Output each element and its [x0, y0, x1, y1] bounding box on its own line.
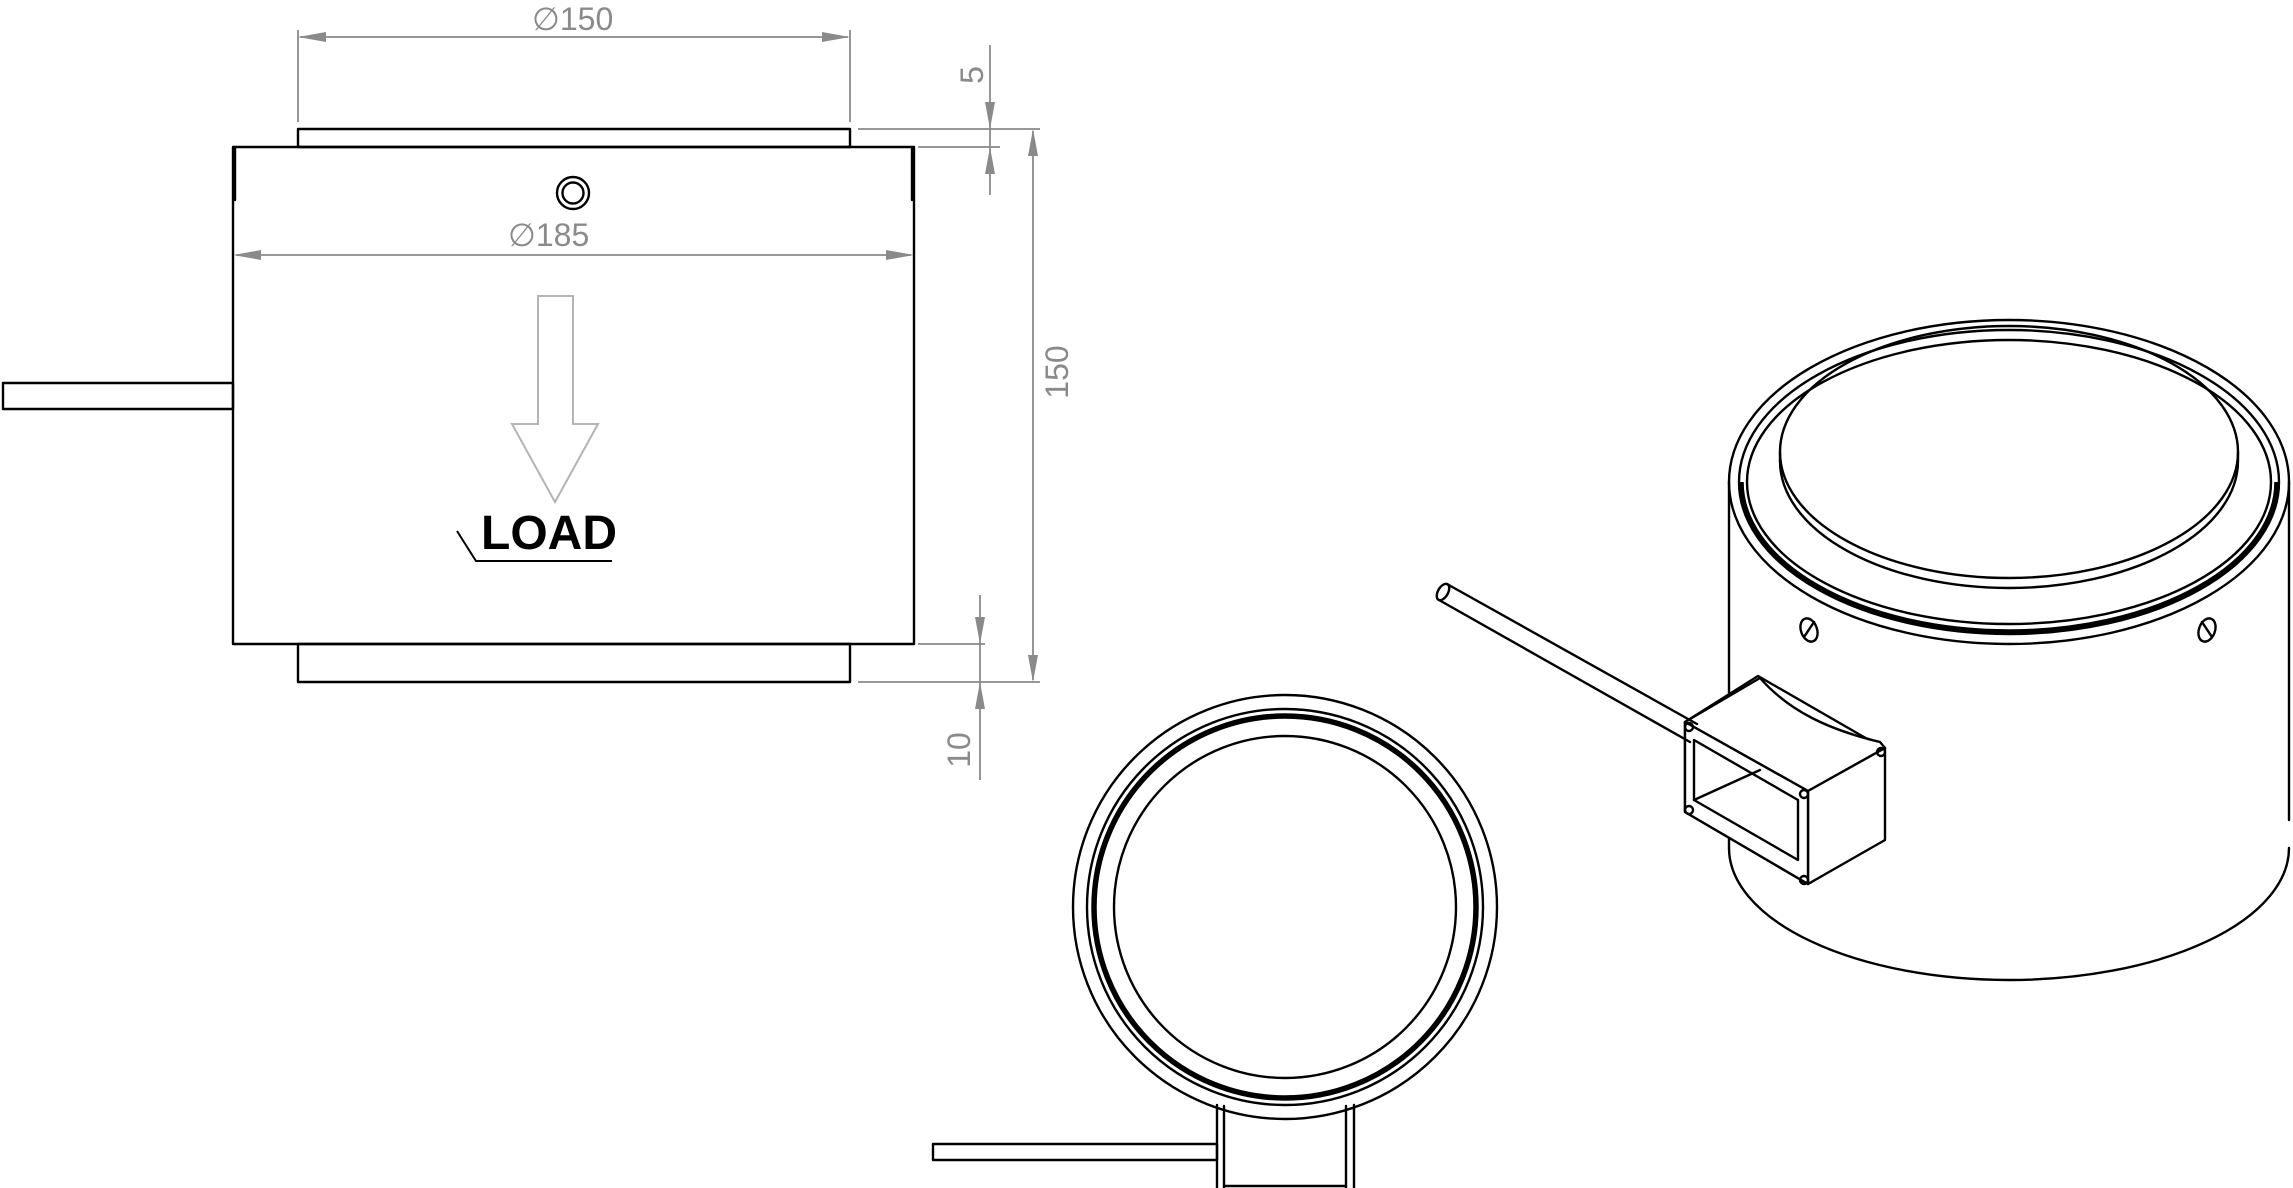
dim-text-overall-height: 150 — [1039, 345, 1075, 398]
dim-arrow — [985, 102, 995, 129]
outer-rim — [1727, 318, 2291, 646]
thick-ring — [1091, 713, 1479, 1101]
dim-arrow — [233, 250, 261, 260]
middle-ring — [1085, 707, 1485, 1107]
dim-text-bottom-thickness: 10 — [941, 732, 977, 768]
load-leader-line — [456, 530, 612, 562]
cable-iso-end — [1435, 582, 1451, 602]
dimensions: ∅150 ∅185 5 150 10 — [233, 1, 1075, 780]
dim-text-top-thickness: 5 — [954, 66, 990, 84]
dim-text-top-plate-diameter: ∅150 — [532, 1, 613, 37]
bottom-plate — [296, 642, 852, 684]
connector-screw — [1798, 874, 1810, 886]
connector-screw — [1683, 804, 1695, 816]
dim-arrow — [975, 617, 985, 644]
outer-ring — [1071, 693, 1499, 1121]
cylinder-bottom-arc — [1727, 846, 2291, 982]
cable — [1, 381, 235, 411]
isometric-view — [1435, 318, 2291, 982]
load-label: LOAD — [481, 507, 617, 560]
connector-opening-edge — [1692, 768, 1762, 802]
connector-screw — [1875, 746, 1887, 758]
cable-iso-bottom — [1437, 598, 1692, 744]
dim-text-body-diameter: ∅185 — [508, 217, 589, 253]
rim-thick-front — [1738, 481, 2280, 635]
cable-iso-top — [1445, 582, 1699, 726]
dim-arrow — [985, 147, 995, 174]
dim-arrow — [822, 32, 850, 42]
connector-screw — [1683, 721, 1695, 733]
front-view: LOAD — [1, 127, 916, 684]
loading-button-top — [1778, 324, 2240, 580]
button-side — [1778, 450, 2240, 590]
dim-arrow — [975, 682, 985, 709]
cable-top-view — [931, 1142, 1219, 1162]
top-plate — [296, 127, 852, 149]
loading-button — [1112, 734, 1458, 1080]
vent-hole-outer — [555, 175, 591, 211]
dim-arrow — [298, 32, 326, 42]
connector-opening — [1692, 738, 1800, 862]
connector-screw — [1798, 788, 1810, 800]
dim-arrow — [1028, 655, 1038, 682]
connector-front-face — [1683, 720, 1810, 886]
vent-hole-inner — [561, 181, 585, 205]
load-direction-arrow — [510, 295, 600, 505]
rim-3 — [1745, 338, 2273, 626]
dim-arrow — [886, 250, 914, 260]
dim-arrow — [1028, 129, 1038, 156]
top-view — [931, 693, 1499, 1188]
screw-right — [2197, 617, 2217, 643]
screw-left — [1799, 617, 1819, 643]
